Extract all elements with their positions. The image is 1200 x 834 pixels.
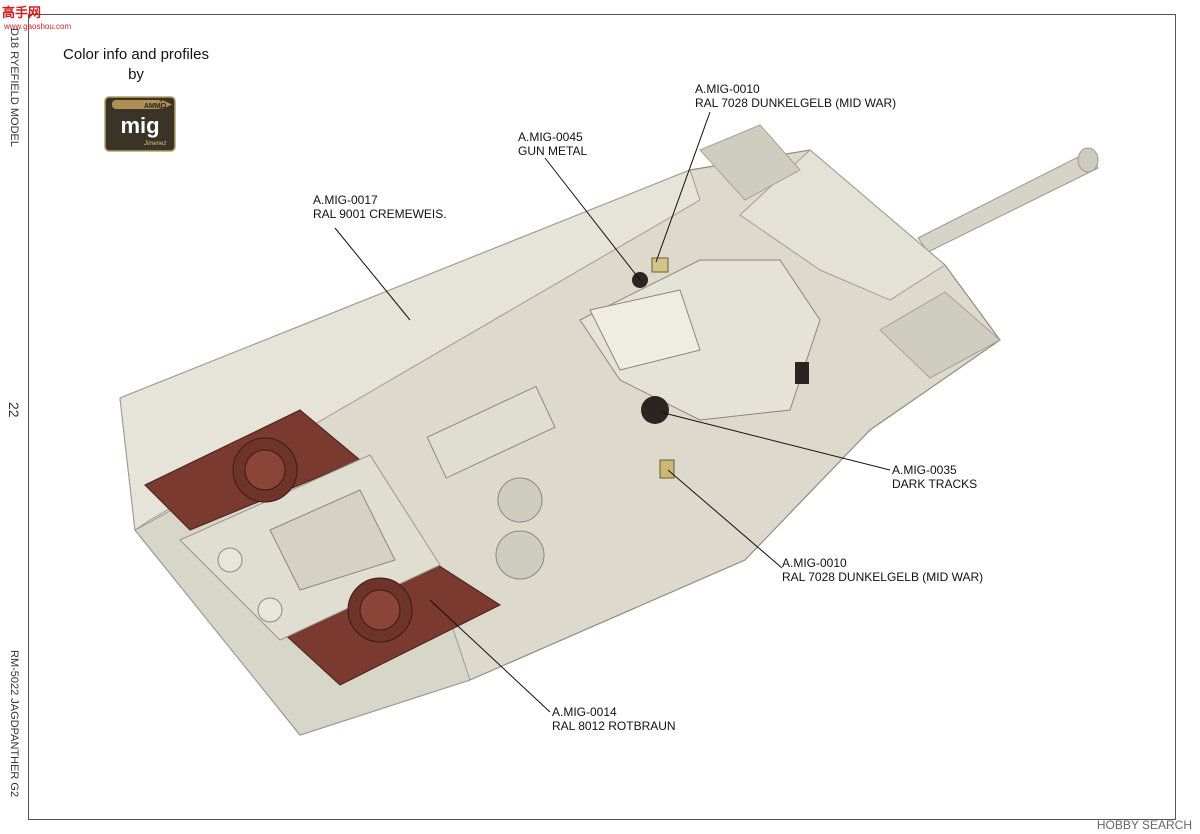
page-number: 22 bbox=[6, 402, 22, 418]
callout-code: A.MIG-0010 bbox=[782, 556, 847, 570]
callout-name: RAL 8012 ROTBRAUN bbox=[552, 719, 676, 733]
page-frame bbox=[28, 14, 1176, 820]
callout-gun-metal: A.MIG-0045 GUN METAL bbox=[518, 130, 587, 158]
callout-code: A.MIG-0014 bbox=[552, 705, 617, 719]
callout-dunkelgelb-top: A.MIG-0010 RAL 7028 DUNKELGELB (MID WAR) bbox=[695, 82, 896, 110]
gun-barrel bbox=[917, 147, 1099, 253]
logo-ammo-text: AMMO bbox=[144, 103, 167, 110]
hull-interior bbox=[119, 124, 1001, 736]
callout-name: RAL 7028 DUNKELGELB (MID WAR) bbox=[782, 570, 984, 584]
callout-code: A.MIG-0045 bbox=[518, 130, 583, 144]
engine-deck bbox=[144, 409, 502, 686]
logo-mig-text: mig bbox=[120, 113, 159, 138]
series-label-bottom: RM-5022 JAGDPANTHER G2 bbox=[8, 650, 20, 798]
credit-line-1: Color info and profiles bbox=[63, 46, 209, 63]
callout-cremeweis: A.MIG-0017 RAL 9001 CREMEWEIS. bbox=[313, 193, 447, 221]
callout-dark-tracks: A.MIG-0035 DARK TRACKS bbox=[892, 463, 977, 491]
ammo-mig-logo: AMMO mig Jimenez bbox=[104, 96, 176, 152]
callout-name: GUN METAL bbox=[518, 144, 588, 158]
logo-jimenez-text: Jimenez bbox=[143, 141, 166, 147]
callout-name: DARK TRACKS bbox=[892, 477, 978, 491]
callout-name: RAL 9001 CREMEWEIS. bbox=[313, 207, 447, 221]
series-label-top: D18 RYEFIELD MODEL bbox=[8, 28, 20, 148]
callout-dunkelgelb-bottom: A.MIG-0010 RAL 7028 DUNKELGELB (MID WAR) bbox=[782, 556, 983, 584]
watermark-logo: 高手网 bbox=[2, 5, 42, 20]
color-credit: Color info and profiles by bbox=[56, 45, 216, 85]
callout-rotbraun: A.MIG-0014 RAL 8012 ROTBRAUN bbox=[552, 705, 676, 733]
hobby-search-watermark: HOBBY SEARCH bbox=[1096, 818, 1192, 832]
callout-code: A.MIG-0017 bbox=[313, 193, 378, 207]
callout-code: A.MIG-0035 bbox=[892, 463, 957, 477]
callout-name: RAL 7028 DUNKELGELB (MID WAR) bbox=[695, 96, 897, 110]
credit-line-2: by bbox=[128, 66, 144, 83]
leader-lines bbox=[334, 111, 891, 713]
watermark-url: www.gaoshou.com bbox=[4, 22, 72, 31]
callout-code: A.MIG-0010 bbox=[695, 82, 760, 96]
